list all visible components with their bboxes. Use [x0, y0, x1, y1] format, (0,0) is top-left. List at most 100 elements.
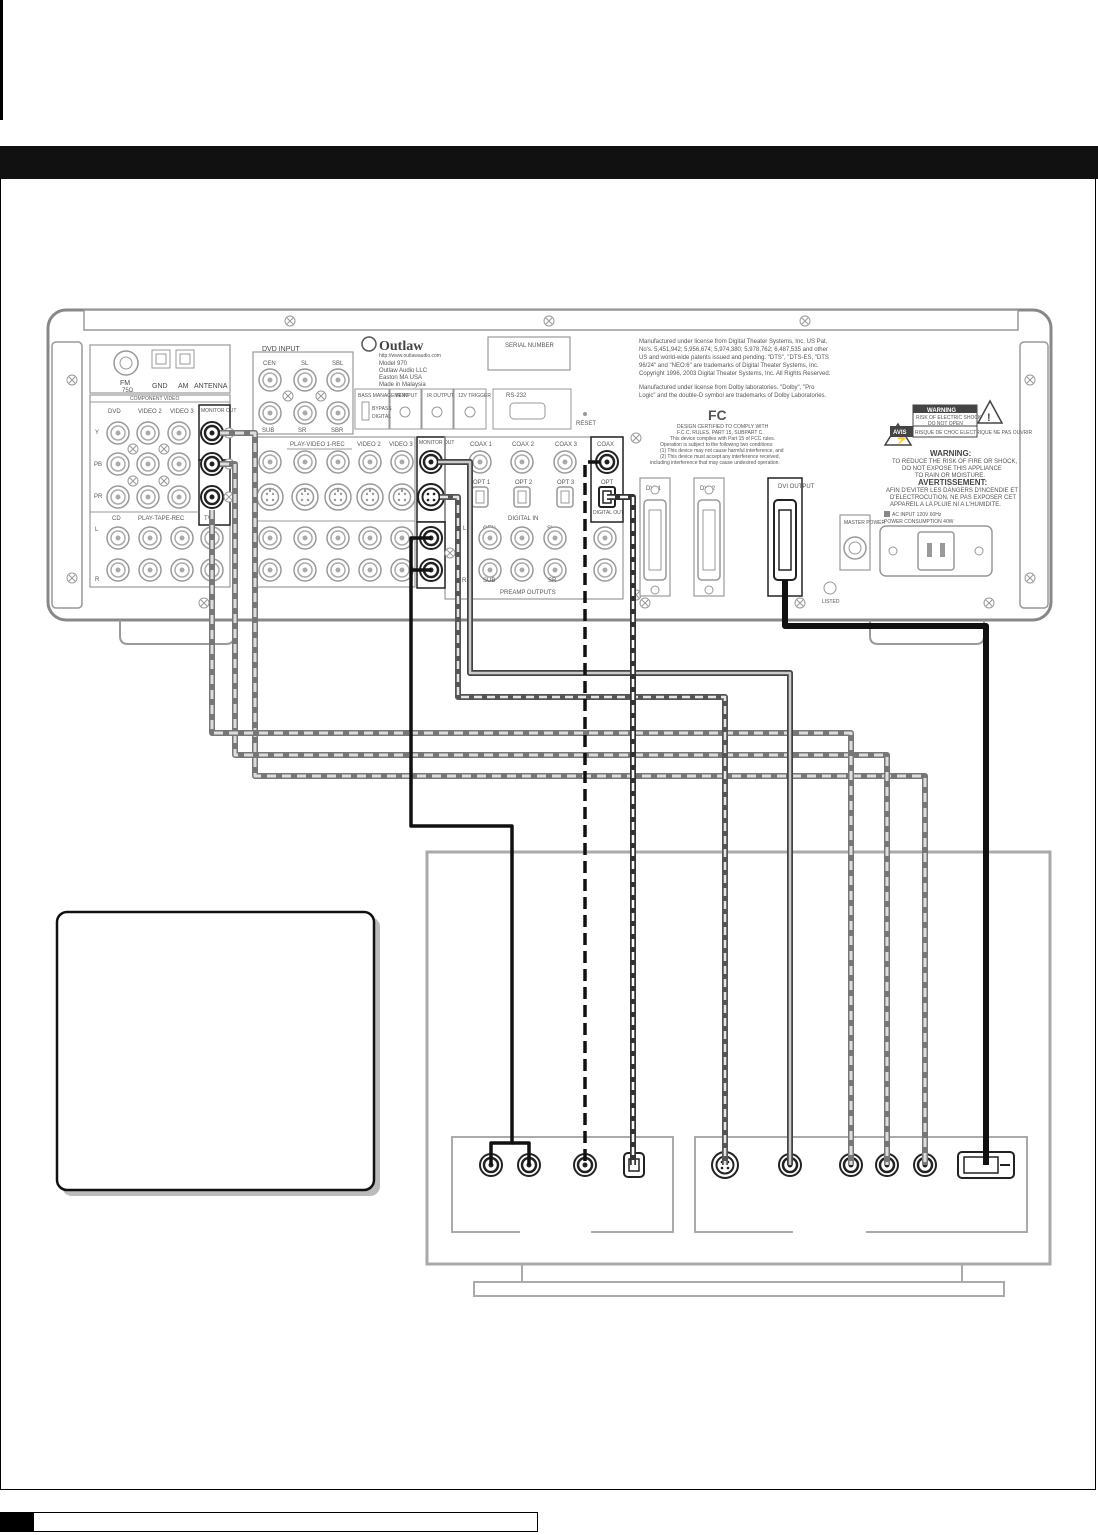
rca-jack: [106, 421, 130, 445]
fcc-line: including interference that may cause un…: [650, 460, 780, 466]
optical-jack: [471, 486, 489, 508]
cv-col-video2: VIDEO 2: [138, 409, 162, 415]
rca-jack: [167, 485, 191, 509]
opt3-label: OPT 3: [557, 480, 575, 486]
warning-title: WARNING:: [930, 449, 971, 458]
analog-row-l: L: [95, 527, 99, 533]
brand-url: http://www.outlawaudio.com: [379, 353, 441, 359]
license-line: Logic" and the double-D symbol are trade…: [639, 393, 827, 399]
cables: [209, 430, 989, 1165]
rca-jack: [258, 526, 282, 550]
rca-jack: [293, 401, 317, 425]
rca-jack: [326, 526, 350, 550]
control-panels: BASS MANAGEMENT IR INPUT IR OUTPUT 12V T…: [354, 388, 596, 430]
analog-col-tv: TV: [204, 516, 212, 522]
s-video-jack: [388, 483, 416, 511]
outlaw-logo-icon: [361, 336, 377, 352]
svg-text:!: !: [987, 412, 991, 424]
serial-number-label: SERIAL NUMBER: [505, 343, 554, 349]
cable-audio-r: [512, 1141, 531, 1165]
video-col-play-video1: PLAY-VIDEO 1-REC: [290, 442, 345, 448]
ac-power-block: AC INPUT 120V 60Hz POWER CONSUMPTION 40W…: [822, 511, 993, 605]
rca-jack: [326, 401, 350, 425]
rca-jack: [553, 450, 577, 474]
screw-icon: [282, 390, 294, 402]
rca-jack: [258, 558, 282, 582]
screw-icon: [543, 315, 555, 327]
cable-dvi: [782, 580, 989, 1165]
screw-icon: [127, 443, 139, 455]
warning-line: TO REDUCE THE RISK OF FIRE OR SHOCK,: [892, 459, 1017, 465]
dvd-sbr-label: SBR: [331, 428, 344, 434]
dvd-sr-label: SR: [298, 428, 307, 434]
master-power-label: MASTER POWER: [844, 520, 886, 526]
preamp-outputs-label: PREAMP OUTPUTS: [500, 590, 556, 596]
fcc-line: DESIGN CERTIFIED TO COMPLY WITH: [677, 424, 769, 430]
digital-in-label: DIGITAL IN: [508, 516, 538, 522]
avert-line: D'ELECTROCUTION, NE PAS EXPOSER CET: [890, 495, 1016, 501]
fcc-line: This device complies with Part 15 of FCC…: [670, 436, 775, 442]
cable-coax-digital: [583, 460, 600, 1165]
rca-jack: [258, 450, 282, 474]
dvi2-port: [697, 485, 721, 595]
fcc-line: (1) This device may not cause harmful in…: [660, 448, 784, 454]
antenna-section: FM 75Ω GND AM ANTENNA: [89, 344, 231, 394]
preamp-r-label: R: [462, 578, 467, 584]
rca-jack: [390, 450, 414, 474]
dvi-output-label: DVI OUTPUT: [778, 484, 815, 490]
fcc-line: (2) This device must accept any interfer…: [660, 454, 780, 460]
fm-ohm-label: 75Ω: [122, 388, 134, 394]
avert-line: APPAREIL A LA PLUIE NI A L'HUMIDITE.: [890, 502, 1001, 508]
fm-label: FM: [120, 380, 130, 387]
warning-box-title: WARNING: [927, 408, 956, 414]
dvd-input-block: DVD INPUT CEN SL SBL SUB SR SBR: [252, 346, 354, 435]
license-line: US and world-wide patents issued and pen…: [639, 355, 829, 361]
fcc-logo: FC: [708, 407, 727, 423]
top-left-rule: [0, 0, 3, 120]
s-video-jack: [356, 483, 384, 511]
analog-col-cd: CD: [112, 516, 121, 522]
opt2-label: OPT 2: [515, 480, 533, 486]
coax2-label: COAX 2: [512, 442, 535, 448]
panel-ir-input: IR INPUT: [396, 393, 417, 399]
dvd-sl-label: SL: [301, 361, 309, 367]
screw-icon: [794, 597, 806, 609]
bass-option-digital: DIGITAL: [372, 414, 391, 420]
listed-label: LISTED: [822, 599, 840, 605]
display-device: [425, 850, 1052, 1297]
rca-jack: [138, 558, 162, 582]
page-frame: [0, 178, 1096, 1490]
screw-icon: [1024, 374, 1036, 386]
optical-jack: [556, 486, 574, 508]
rca-jack: [358, 558, 382, 582]
coax3-label: COAX 3: [555, 442, 578, 448]
cv-col-monitor-out: MONITOR OUT: [201, 408, 236, 414]
rca-jack: [170, 526, 194, 550]
warning-line: DO NOT EXPOSE THIS APPLIANCE: [902, 466, 1002, 472]
s-video-jack: [291, 483, 319, 511]
rca-jack: [593, 558, 617, 582]
screw-icon: [158, 443, 170, 455]
warning-box-line1: RISK OF ELECTRIC SHOCK: [916, 415, 982, 421]
rs232-label: RS-232: [506, 393, 527, 399]
footer-rule: [0, 1512, 538, 1532]
screw-icon: [1024, 572, 1036, 584]
opt1-label: OPT 1: [473, 480, 491, 486]
cv-col-video3: VIDEO 3: [170, 409, 194, 415]
reset-label: RESET: [576, 421, 596, 427]
serial-number-box: SERIAL NUMBER: [487, 336, 571, 371]
brand-company: Outlaw Audio LLC: [379, 368, 428, 374]
cv-row-pb: PB: [94, 462, 102, 468]
fcc-line: F.C.C. RULES, PART 15, SUBPART C.: [677, 430, 764, 436]
antenna-label: ANTENNA: [194, 383, 228, 390]
rca-jack: [167, 421, 191, 445]
rca-jack: [543, 526, 567, 550]
rca-jack: [358, 450, 382, 474]
analog-row-r: R: [95, 577, 100, 583]
cv-row-pr: PR: [94, 494, 103, 500]
dvi-block: DVI 1 DVI 2 DVI OUTPUT: [639, 477, 815, 597]
fcc-block: FC DESIGN CERTIFIED TO COMPLY WITH F.C.C…: [650, 407, 784, 466]
ul-logo-icon: [823, 581, 837, 595]
s-video-jack: [324, 483, 352, 511]
